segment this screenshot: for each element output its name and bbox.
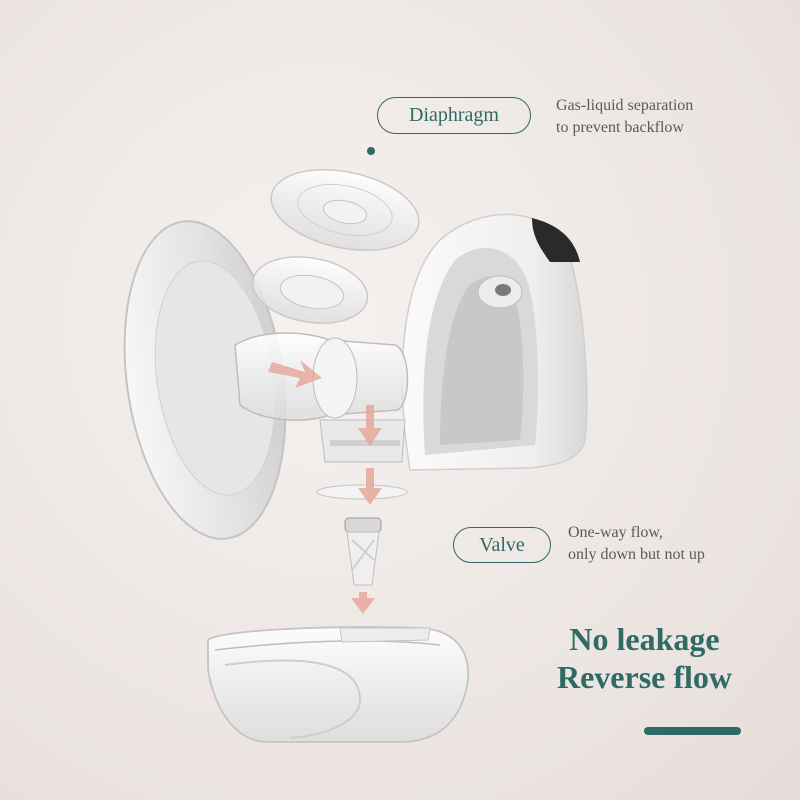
diaphragm-note: Gas-liquid separation to prevent backflo… [556,95,693,139]
valve-note-line-1: One-way flow, [568,524,663,541]
diaphragm-pointer-dot [367,147,375,155]
diaphragm-note-line-1: Gas-liquid separation [556,97,694,114]
diaphragm-label: Diaphragm [409,104,499,126]
diaphragm-label-pill: Diaphragm [377,97,531,134]
valve-label-pill: Valve [453,527,551,563]
headline: No leakage Reverse flow [557,620,732,696]
diaphragm-part [251,168,420,324]
motor-unit [401,213,588,471]
valve-part [316,484,408,586]
headline-line-2: Reverse flow [556,659,732,695]
valve-note-line-2: only down but not up [568,546,705,563]
milk-collector-cup [207,626,469,743]
valve-label: Valve [479,533,525,556]
headline-line-1: No leakage [569,621,720,657]
accent-bar [644,727,741,735]
connector-body [234,332,409,463]
flow-arrows [268,360,382,614]
breast-flange [123,220,287,540]
valve-note: One-way flow, only down but not up [568,522,705,566]
diaphragm-note-line-2: to prevent backflow [556,119,684,136]
